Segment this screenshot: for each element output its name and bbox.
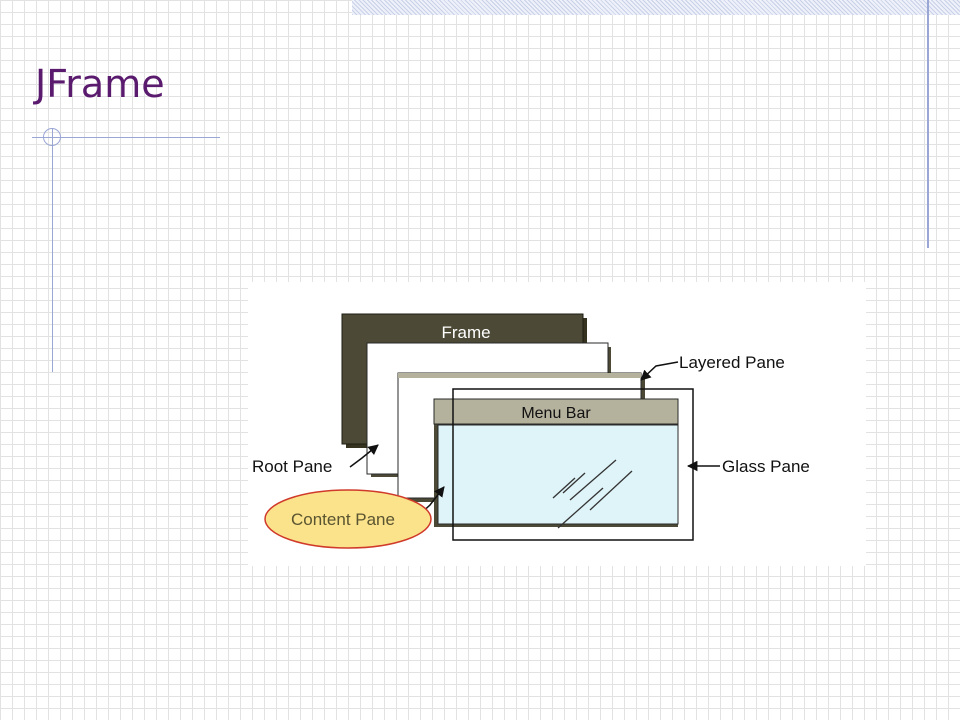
root-pane-label: Root Pane [252, 457, 332, 476]
menu-bar-label: Menu Bar [521, 405, 591, 422]
title-rule-circle [43, 128, 61, 146]
glass-pane-label: Glass Pane [722, 457, 810, 476]
jframe-diagram: Frame Menu Bar [248, 282, 866, 566]
title-vertical-rule [52, 128, 53, 372]
top-decorative-band [352, 0, 960, 15]
frame-label: Frame [441, 323, 490, 342]
right-decorative-rule [927, 0, 929, 248]
glass-reflection-icon [552, 459, 633, 529]
layered-pane-label: Layered Pane [679, 353, 785, 372]
page-title: JFrame [35, 62, 165, 106]
menu-bar [433, 398, 679, 425]
title-horizontal-rule [32, 137, 220, 138]
content-pane-layer: Menu Bar [433, 398, 679, 527]
content-pane-label: Content Pane [291, 510, 395, 529]
content-pane-highlight [264, 489, 432, 549]
